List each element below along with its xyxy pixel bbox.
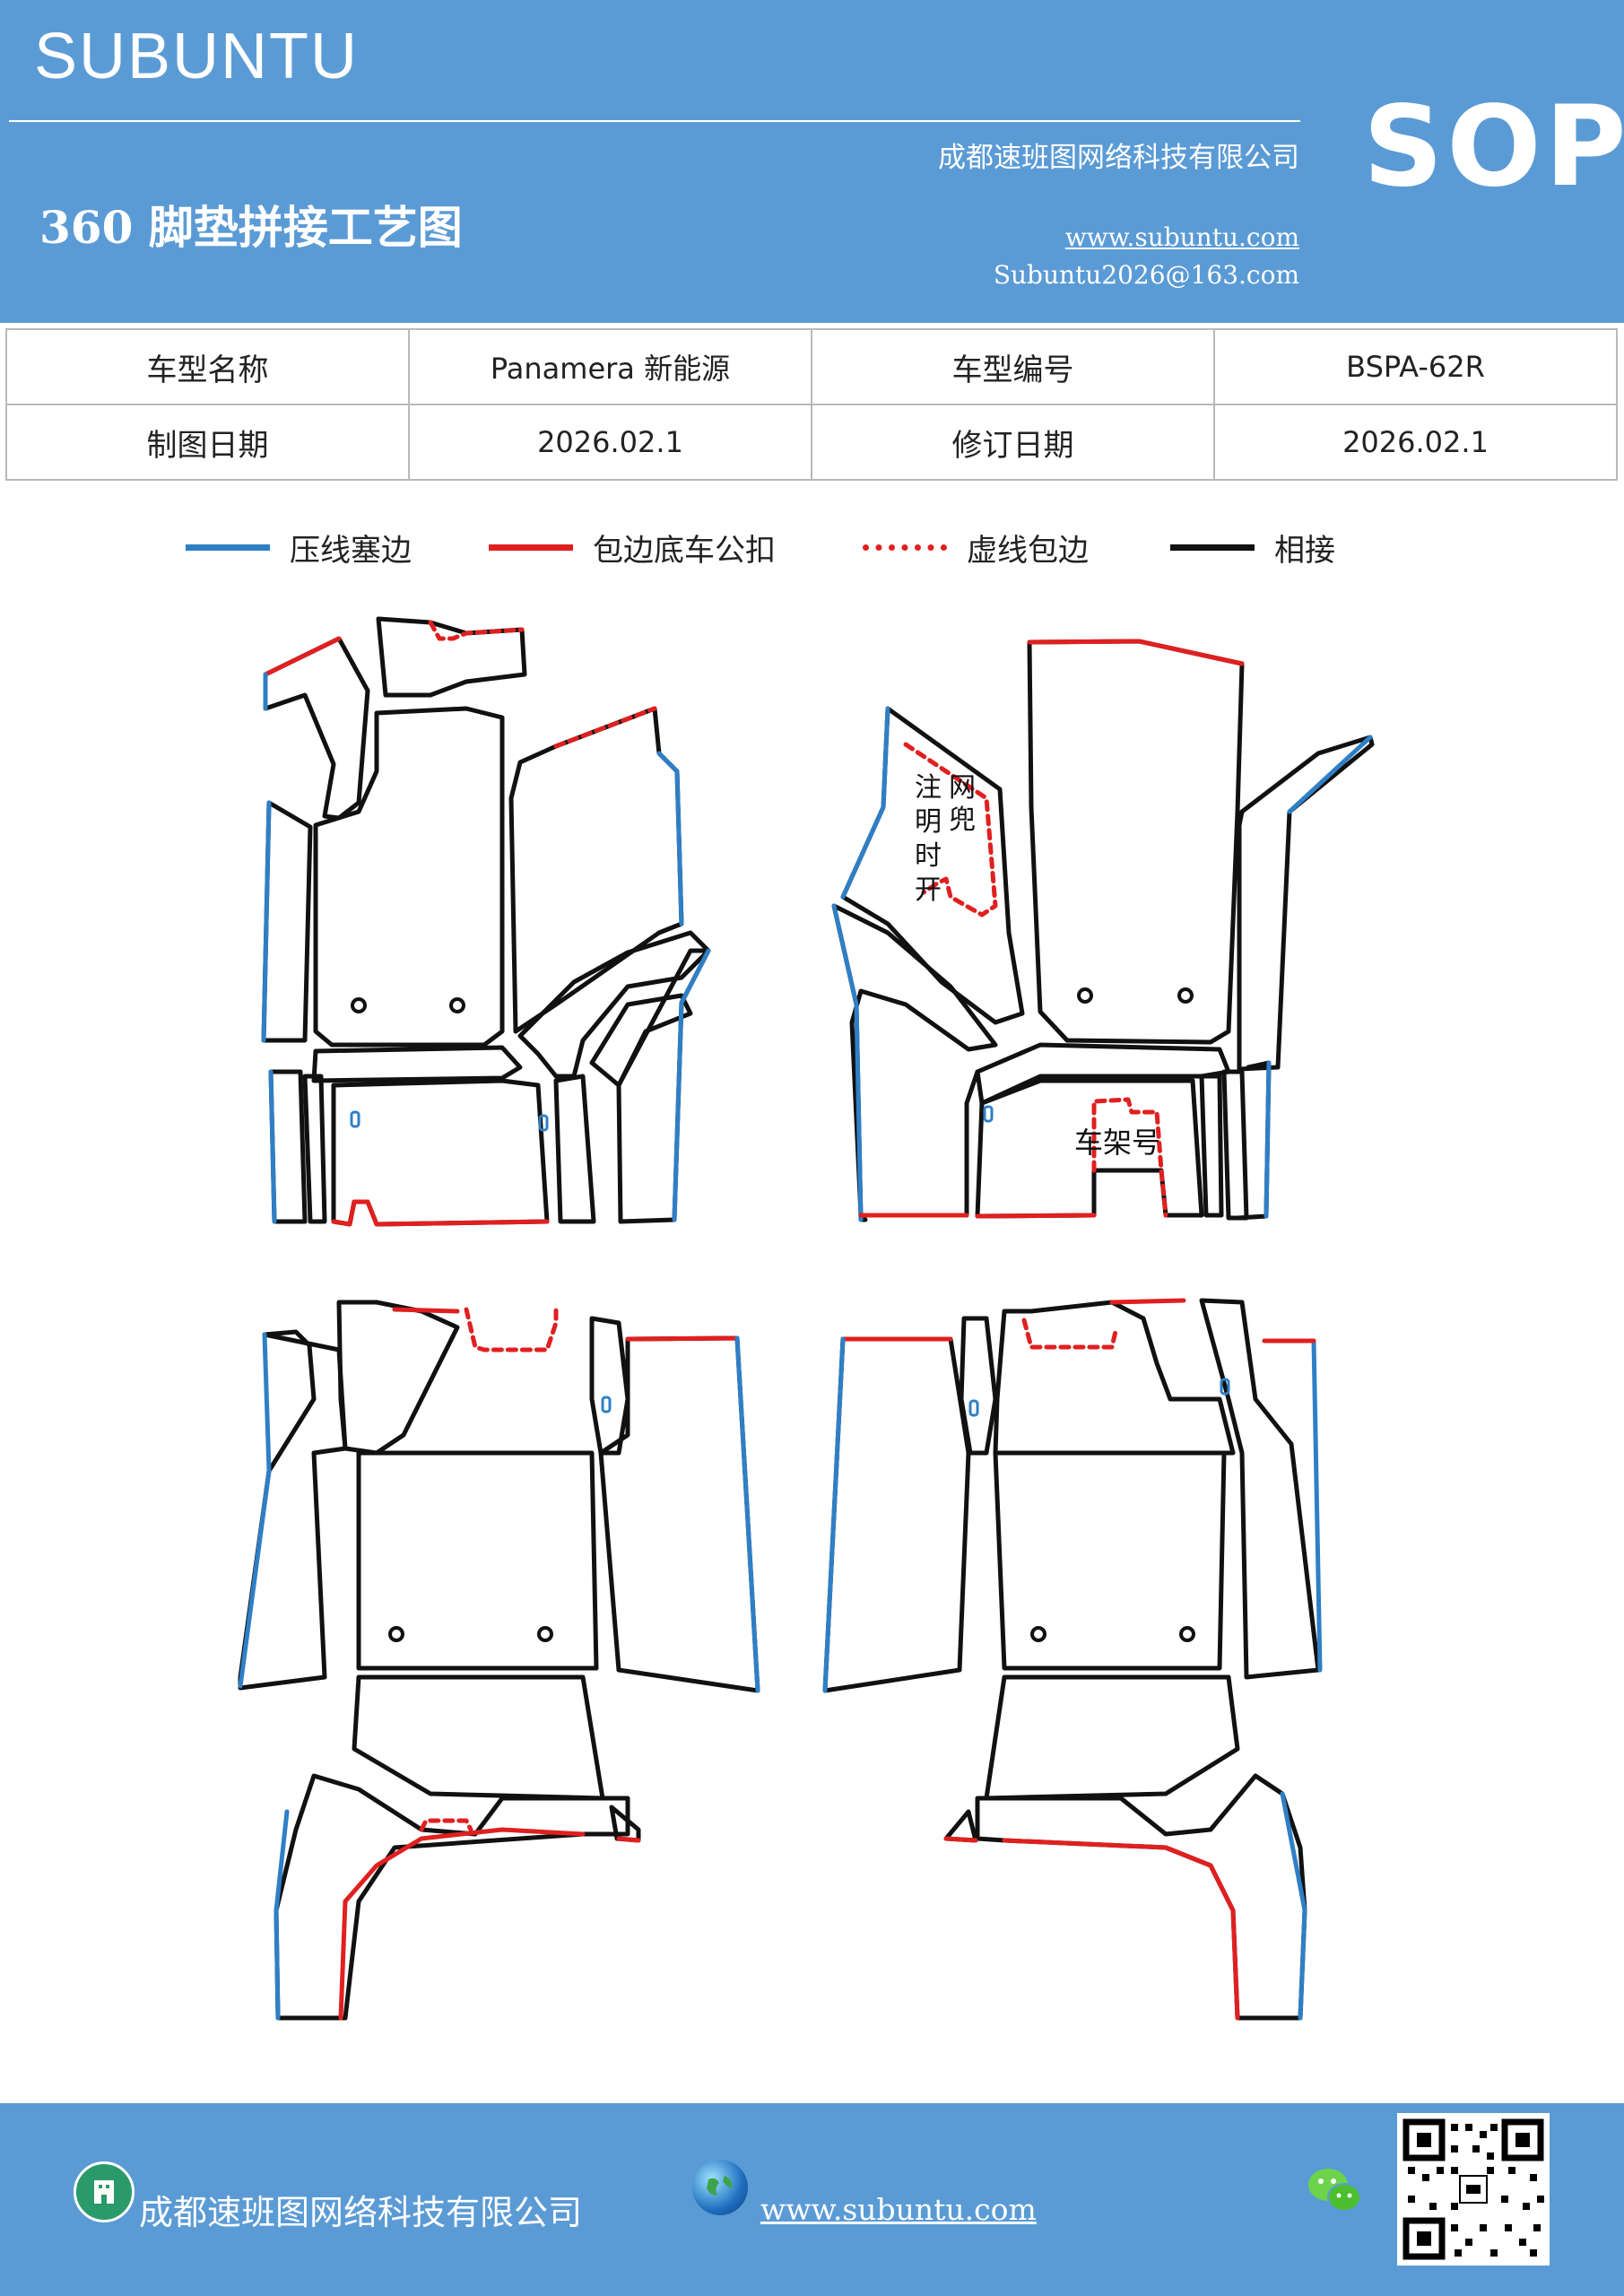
mat-group-front-left <box>261 616 711 1227</box>
note-char: 网 <box>949 772 976 804</box>
label-revision-date: 修订日期 <box>811 404 1215 481</box>
note-char: 开 <box>915 874 942 906</box>
note-char: 兜 <box>949 804 976 836</box>
label-draw-date: 制图日期 <box>5 404 410 481</box>
globe-icon <box>692 2160 748 2215</box>
sop-badge: SOP <box>1363 83 1624 212</box>
line-legend: 压线塞边 包边底车公扣 虚线包边 相接 <box>0 520 1624 574</box>
legend-item-join: 相接 <box>1170 520 1335 574</box>
legend-swatch <box>1170 544 1255 551</box>
note-col2: 注明时开 <box>915 772 942 906</box>
legend-swatch <box>489 544 573 551</box>
qr-code-icon <box>1397 2113 1550 2266</box>
value-model-code: BSPA-62R <box>1213 328 1618 405</box>
header-banner <box>0 0 1624 323</box>
mat-group-front-right <box>831 639 1375 1222</box>
legend-label: 压线塞边 <box>290 532 412 569</box>
header-company: 成都速班图网络科技有限公司 <box>938 142 1299 174</box>
wechat-icon <box>1305 2163 1364 2217</box>
legend-item-dashed-edge: 虚线包边 <box>863 520 1089 574</box>
header-website-link[interactable]: www.subuntu.com <box>1064 222 1299 252</box>
legend-label: 包边底车公扣 <box>593 532 776 569</box>
legend-item-red-edge: 包边底车公扣 <box>489 520 776 574</box>
note-char: 明 <box>915 806 942 838</box>
legend-swatch <box>186 544 270 551</box>
value-revision-date: 2026.02.1 <box>1213 404 1618 481</box>
label-model-name: 车型名称 <box>5 328 410 405</box>
legend-item-press-line: 压线塞边 <box>186 520 412 574</box>
note-char: 时 <box>915 840 942 872</box>
vehicle-info-table: 车型名称 Panamera 新能源 车型编号 BSPA-62R 制图日期 202… <box>5 328 1618 481</box>
building-icon <box>74 2161 135 2222</box>
mat-group-rear-left <box>238 1300 760 2021</box>
value-model-name: Panamera 新能源 <box>408 328 812 405</box>
header-email: Subuntu2026@163.com <box>993 260 1299 290</box>
legend-label: 相接 <box>1274 532 1335 569</box>
table-row: 车型名称 Panamera 新能源 车型编号 BSPA-62R <box>5 328 1618 405</box>
floor-mat-diagram: 网兜 注明时开 车架号 <box>238 616 1375 2021</box>
vin-label: 车架号 <box>1074 1126 1160 1160</box>
table-row: 制图日期 2026.02.1 修订日期 2026.02.1 <box>5 404 1618 481</box>
brand-logo-text: SUBUNTU <box>34 21 360 92</box>
legend-label: 虚线包边 <box>967 532 1089 569</box>
note-char: 注 <box>915 772 942 804</box>
footer-company: 成都速班图网络科技有限公司 <box>139 2193 583 2232</box>
mat-group-rear-right <box>822 1298 1323 2021</box>
document-title: 360 脚垫拼接工艺图 <box>39 201 463 254</box>
legend-swatch <box>863 544 947 551</box>
note-col1: 网兜 <box>949 772 976 836</box>
label-model-code: 车型编号 <box>811 328 1215 405</box>
value-draw-date: 2026.02.1 <box>408 404 812 481</box>
footer-website-link[interactable]: www.subuntu.com <box>760 2192 1037 2227</box>
header-divider <box>9 120 1300 122</box>
